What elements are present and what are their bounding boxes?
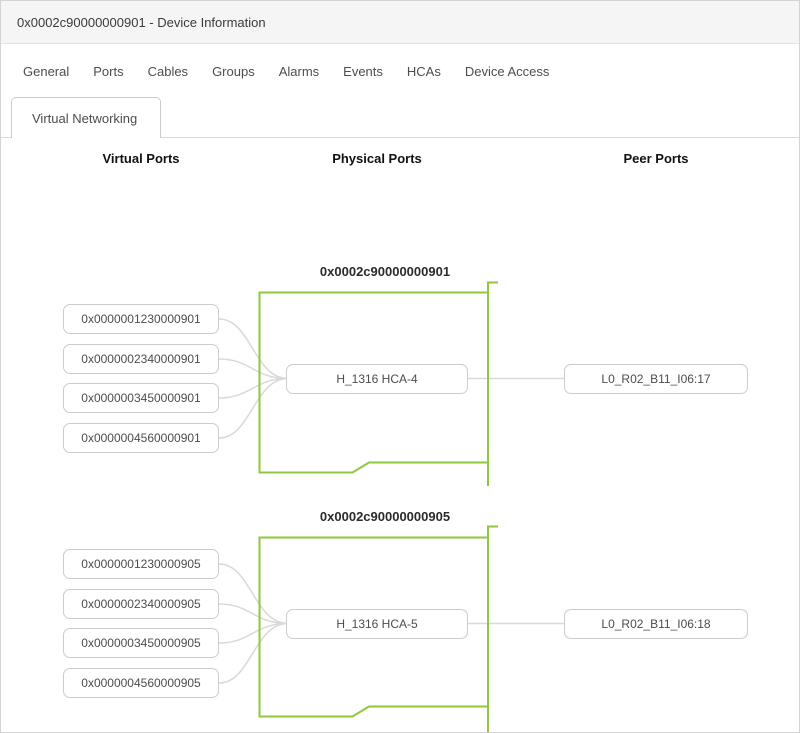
tab-alarms[interactable]: Alarms bbox=[278, 63, 320, 79]
column-header-physical-ports: Physical Ports bbox=[332, 151, 422, 166]
window-title: 0x0002c90000000901 - Device Information bbox=[17, 14, 266, 30]
tab-events[interactable]: Events bbox=[343, 63, 383, 79]
tab-general[interactable]: General bbox=[23, 63, 70, 79]
virtual-port-box[interactable]: 0x0000002340000905 bbox=[63, 589, 219, 619]
column-header-peer-ports: Peer Ports bbox=[623, 151, 689, 166]
virtual-port-box[interactable]: 0x0000004560000905 bbox=[63, 668, 219, 698]
tab-strip-divider bbox=[1, 137, 799, 138]
tab-device-access[interactable]: Device Access bbox=[464, 63, 550, 79]
tab-bar: General Ports Cables Groups Alarms Event… bbox=[11, 45, 561, 97]
window-titlebar: 0x0002c90000000901 - Device Information bbox=[1, 1, 799, 44]
physical-port-box[interactable]: H_1316 HCA-4 bbox=[286, 364, 468, 394]
virtual-port-box[interactable]: 0x0000002340000901 bbox=[63, 344, 219, 374]
virtual-port-box[interactable]: 0x0000004560000901 bbox=[63, 423, 219, 453]
tab-hcas[interactable]: HCAs bbox=[406, 63, 441, 79]
column-header-virtual-ports: Virtual Ports bbox=[102, 151, 180, 166]
tab-bar-row2: Virtual Networking bbox=[1, 97, 799, 138]
tab-groups[interactable]: Groups bbox=[212, 63, 255, 79]
virtual-port-box[interactable]: 0x0000001230000901 bbox=[63, 304, 219, 334]
device-guid-label: 0x0002c90000000901 bbox=[319, 264, 451, 279]
tab-ports[interactable]: Ports bbox=[93, 63, 124, 79]
virtual-port-box[interactable]: 0x0000003450000905 bbox=[63, 628, 219, 658]
peer-port-box[interactable]: L0_R02_B11_I06:18 bbox=[564, 609, 748, 639]
tab-cables[interactable]: Cables bbox=[147, 63, 189, 79]
virtual-port-box[interactable]: 0x0000001230000905 bbox=[63, 549, 219, 579]
tab-virtual-networking[interactable]: Virtual Networking bbox=[11, 97, 161, 138]
virtual-port-box[interactable]: 0x0000003450000901 bbox=[63, 383, 219, 413]
peer-port-box[interactable]: L0_R02_B11_I06:17 bbox=[564, 364, 748, 394]
physical-port-box[interactable]: H_1316 HCA-5 bbox=[286, 609, 468, 639]
device-guid-label: 0x0002c90000000905 bbox=[319, 509, 451, 524]
